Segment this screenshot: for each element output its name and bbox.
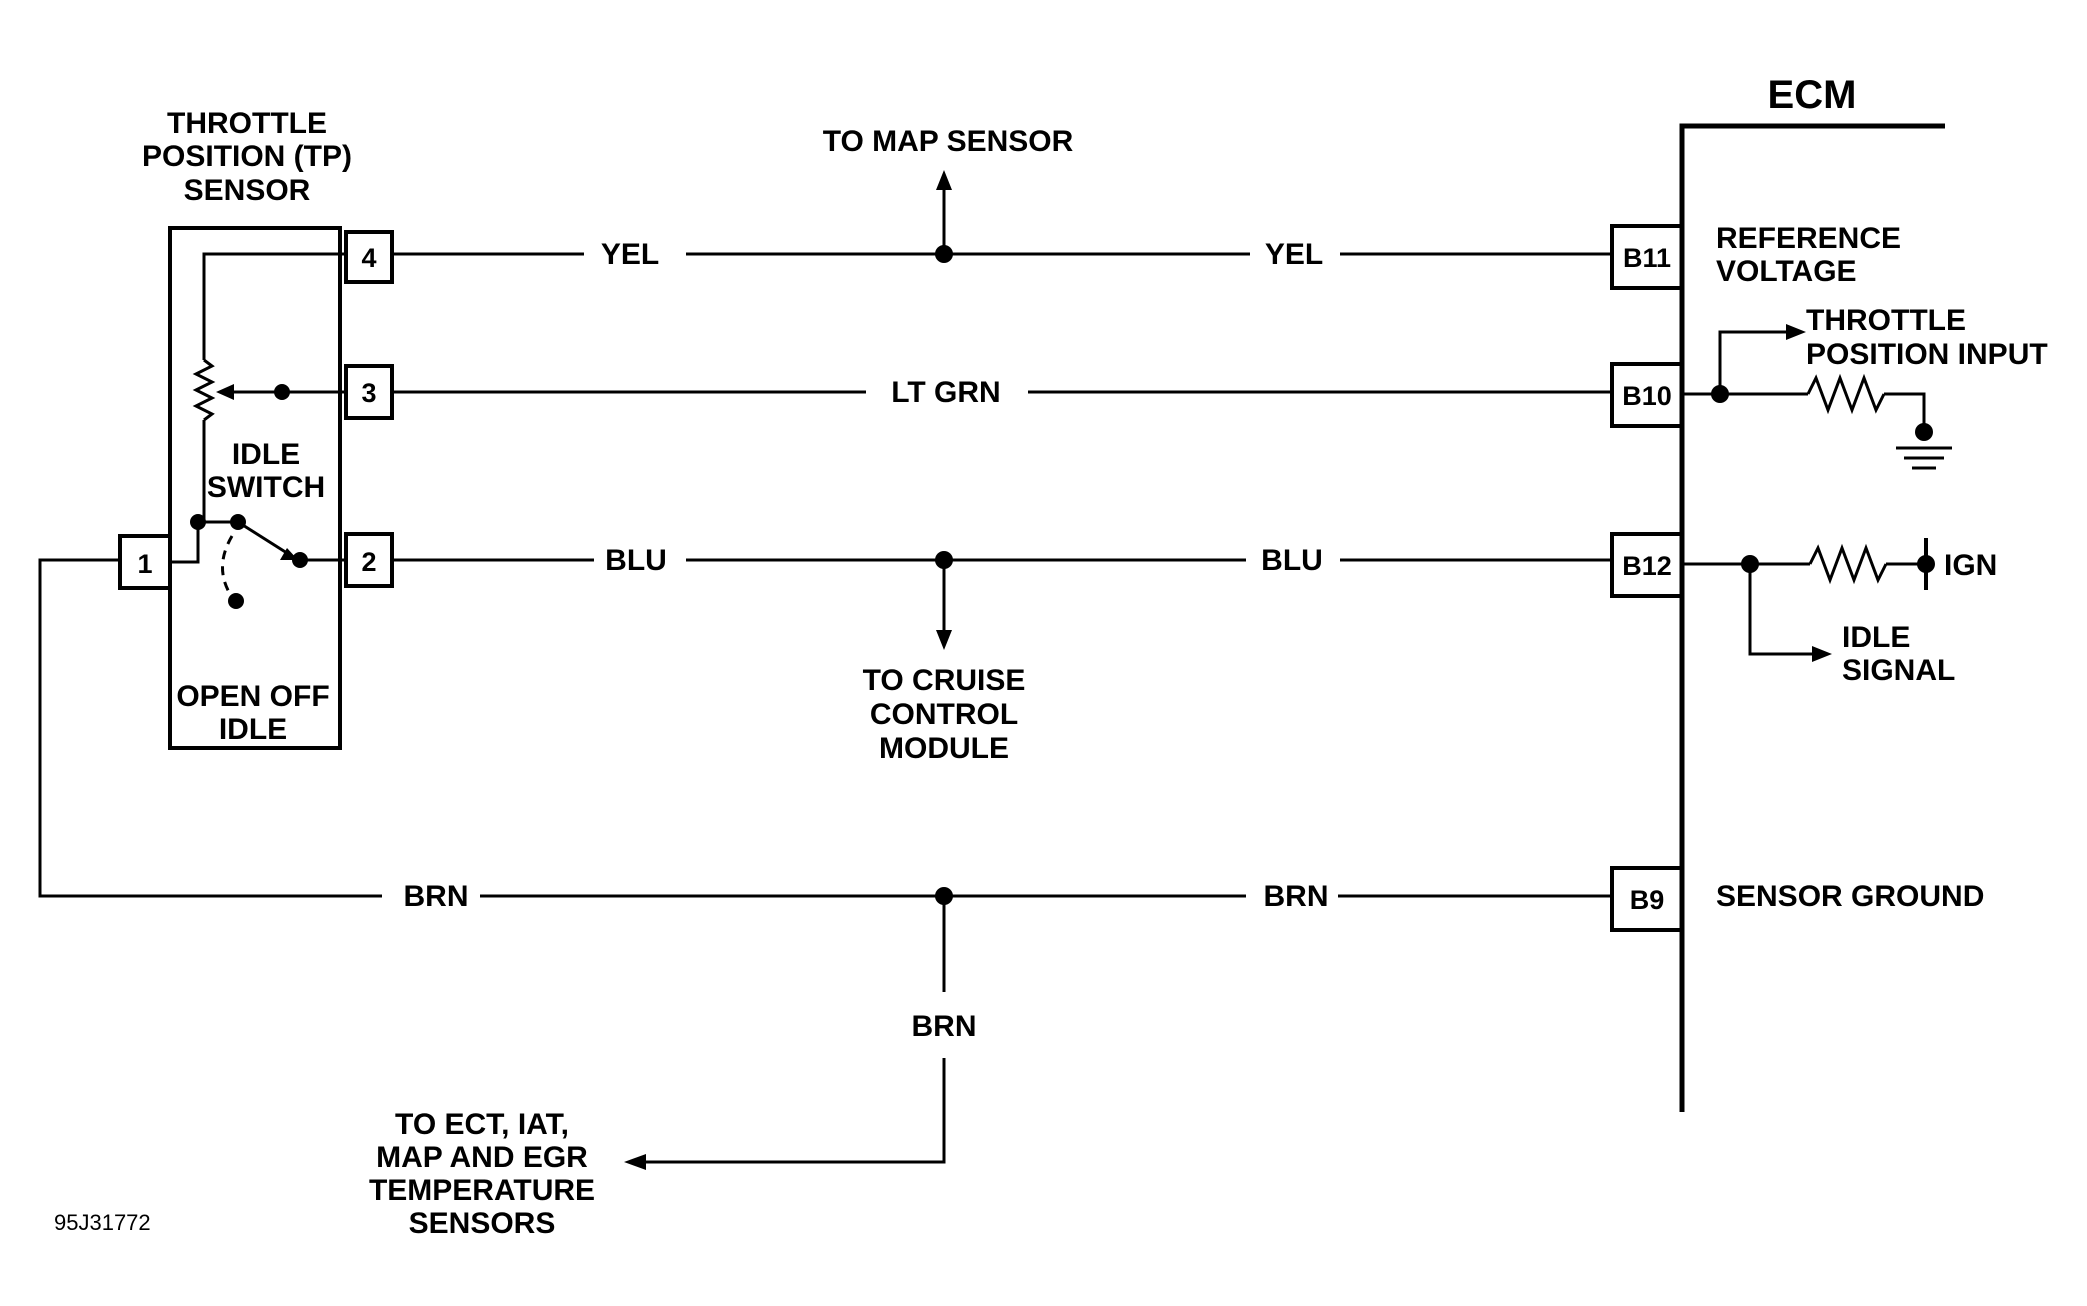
tp-sensor-housing [168,226,342,750]
wire-blu-label-right: BLU [1261,544,1323,577]
tp-pin-1 [118,534,172,590]
ground-icon [1896,446,1952,470]
sensor-ground-label: SENSOR GROUND [1716,880,1984,913]
pullup-resistor-icon [1808,543,1888,585]
pulldown-to-ground [1884,392,1926,432]
pulldown-resistor-icon [1806,373,1886,415]
reference-voltage-line-2: VOLTAGE [1716,255,1857,288]
idle-switch-open-contact [228,593,244,609]
tp-input-branch [1718,330,1790,394]
reference-voltage-line-1: REFERENCE [1716,222,1901,255]
wire-brn-label-left: BRN [404,880,469,913]
tp-pin-4 [344,230,394,284]
wire-yel-label-right: YEL [1265,238,1323,271]
tp-input-arrow-icon [1786,324,1806,340]
ground-node [1915,423,1933,441]
ecm-pin-b12-label: B12 [1622,551,1672,581]
tp-sensor-title-line-1: THROTTLE [167,107,327,140]
figure-id: 95J31772 [54,1210,151,1235]
idle-signal-arrow-icon [1812,646,1832,662]
wire-brn: BRN BRN BRN TO ECT, IAT, MAP AND EGR TEM… [38,558,1612,1240]
ecm: ECM B11 B10 B12 B9 REFERENCE VOLTAGE THR… [1610,73,2048,1112]
tp-potentiometer-icon [192,358,216,422]
to-temperature-sensors-line-4: SENSORS [409,1207,556,1240]
tp-sensor-title-line-3: SENSOR [184,174,311,207]
map-arrow-icon [936,170,952,190]
ecm-boundary [1679,123,1945,1112]
to-cruise-line-3: MODULE [879,732,1009,765]
wire-lt-grn: LT GRN [392,376,1612,409]
ecm-pin-b10-label: B10 [1622,381,1672,411]
brn-branch-lower [644,1058,946,1164]
open-off-idle-line-1: OPEN OFF [176,680,329,713]
idle-switch-label-line-1: IDLE [232,438,300,471]
open-off-idle-line-2: IDLE [219,713,287,746]
ign-label: IGN [1944,549,1997,582]
tp-pin-4-label: 4 [361,243,376,273]
idle-switch-label-line-2: SWITCH [207,471,325,504]
wire-brn-seg-1 [38,558,382,898]
wire-lt-grn-label: LT GRN [891,376,1000,409]
tp-sensor [168,226,346,750]
tp-pin-1-label: 1 [137,549,152,579]
tp-pin-3-label: 3 [361,378,376,408]
throttle-position-input-line-1: THROTTLE [1806,304,1966,337]
idle-switch-open-path [221,535,236,601]
tp-pin-2-label: 2 [361,547,376,577]
idle-switch-lead-pin1 [170,522,200,564]
wire-yel: YEL YEL TO MAP SENSOR [392,125,1612,271]
wire-blu-label-left: BLU [605,544,667,577]
to-temperature-sensors-line-2: MAP AND EGR [376,1141,588,1174]
to-cruise-line-1: TO CRUISE [863,664,1026,697]
tp-sensor-title-line-2: POSITION (TP) [142,140,352,173]
ecm-title: ECM [1768,73,1857,117]
throttle-position-input-line-2: POSITION INPUT [1806,338,2048,371]
tp-resistor-lead-top [202,252,346,360]
to-cruise-line-2: CONTROL [870,698,1018,731]
tp-pins: 4 3 2 1 [118,230,394,590]
to-temperature-sensors-line-3: TEMPERATURE [369,1174,595,1207]
ecm-pin-b9 [1610,866,1684,932]
idle-signal-line-2: SIGNAL [1842,654,1955,687]
cruise-arrow-icon [936,630,952,650]
to-map-sensor-label: TO MAP SENSOR [823,125,1074,158]
wire-yel-label-left: YEL [601,238,659,271]
wire-brn-label-right: BRN [1264,880,1329,913]
ecm-pin-b9-label: B9 [1630,885,1665,915]
tp-wiper-arrow-icon [216,384,234,400]
temperature-sensors-arrow-icon [624,1154,646,1170]
wire-blu: BLU BLU TO CRUISE CONTROL MODULE [392,544,1612,765]
idle-signal-branch [1748,564,1816,656]
idle-signal-line-1: IDLE [1842,621,1910,654]
ecm-pin-b11-label: B11 [1623,243,1671,273]
to-temperature-sensors-line-1: TO ECT, IAT, [395,1108,569,1141]
ecm-pin-b11 [1610,224,1684,290]
wire-brn-label-down: BRN [912,1010,977,1043]
